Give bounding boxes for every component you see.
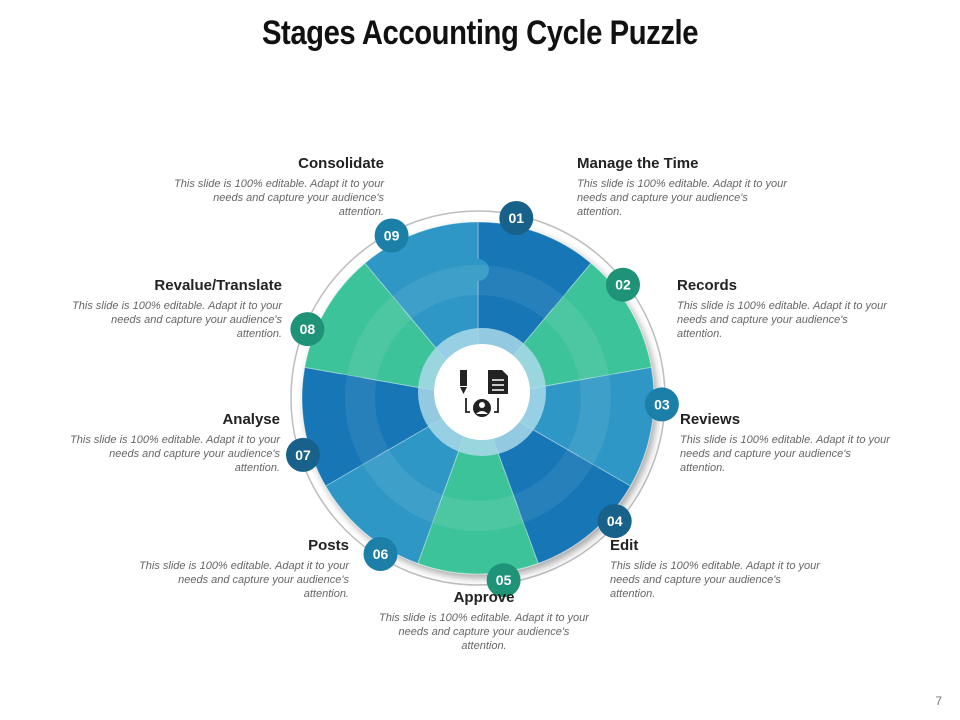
stage-06-title: Posts	[308, 537, 349, 554]
stage-09-title: Consolidate	[298, 155, 384, 172]
stage-05-title: Approve	[453, 589, 515, 606]
stage-05-text: Approve This slide is 100% editable. Ada…	[334, 589, 634, 653]
stage-04-description: This slide is 100% editable. Adapt it to…	[610, 560, 820, 600]
center-disc	[434, 344, 530, 440]
stage-badge-06	[363, 537, 398, 571]
stage-08-description: This slide is 100% editable. Adapt it to…	[72, 300, 282, 340]
stage-01-title: Manage the Time	[577, 155, 699, 172]
accounting-documents-person-icon	[460, 370, 508, 417]
page-number: 7	[935, 694, 942, 708]
stage-09-text: Consolidate This slide is 100% editable.…	[84, 155, 384, 219]
stage-03-title: Reviews	[680, 411, 741, 428]
page-title: Stages Accounting Cycle Puzzle	[261, 14, 699, 52]
stage-01-text: Manage the Time This slide is 100% edita…	[577, 155, 877, 219]
stage-badge-number-09: 09	[384, 228, 400, 244]
puzzle-knob-09	[467, 259, 489, 281]
stage-badge-07	[286, 437, 320, 472]
stage-07-text: Analyse This slide is 100% editable. Ada…	[0, 411, 280, 475]
stage-05-description: This slide is 100% editable. Adapt it to…	[379, 612, 589, 652]
stage-badge-09	[374, 218, 409, 253]
stage-badge-number-08: 08	[300, 321, 316, 337]
stage-badge-number-01: 01	[509, 210, 525, 226]
stage-06-description: This slide is 100% editable. Adapt it to…	[139, 560, 349, 600]
stage-badge-number-03: 03	[654, 396, 670, 412]
stage-07-title: Analyse	[222, 411, 280, 428]
stage-09-description: This slide is 100% editable. Adapt it to…	[174, 178, 384, 218]
stage-badge-05	[486, 563, 521, 598]
stage-03-text: Reviews This slide is 100% editable. Ada…	[680, 411, 960, 475]
stage-04-text: Edit This slide is 100% editable. Adapt …	[610, 537, 910, 601]
stage-badge-08	[290, 312, 325, 347]
stage-badge-03	[644, 387, 679, 422]
stage-03-description: This slide is 100% editable. Adapt it to…	[680, 434, 890, 474]
inner-shade-ring	[345, 265, 611, 531]
stage-badge-number-02: 02	[615, 277, 631, 293]
stage-02-description: This slide is 100% editable. Adapt it to…	[677, 300, 887, 340]
stage-badge-number-04: 04	[607, 513, 623, 529]
stage-07-description: This slide is 100% editable. Adapt it to…	[70, 434, 280, 474]
stage-badge-number-07: 07	[295, 447, 311, 463]
stage-08-text: Revalue/Translate This slide is 100% edi…	[0, 277, 282, 341]
stage-badge-number-05: 05	[496, 572, 512, 588]
stage-02-text: Records This slide is 100% editable. Ada…	[677, 277, 960, 341]
stage-08-title: Revalue/Translate	[154, 277, 282, 294]
stage-badge-01	[499, 201, 534, 235]
stage-02-title: Records	[677, 277, 738, 294]
stage-06-text: Posts This slide is 100% editable. Adapt…	[49, 537, 349, 601]
stage-01-description: This slide is 100% editable. Adapt it to…	[577, 178, 787, 218]
stage-04-title: Edit	[610, 537, 639, 554]
stage-badge-04	[597, 504, 632, 539]
puzzle-segment-05	[417, 396, 539, 575]
stage-badge-02	[606, 267, 640, 302]
stage-badge-number-06: 06	[373, 546, 389, 562]
